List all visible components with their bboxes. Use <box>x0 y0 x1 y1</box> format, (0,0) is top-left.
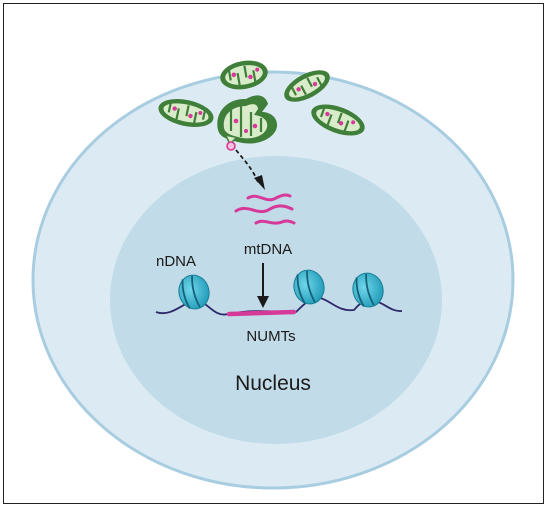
transport-arrowhead <box>254 175 265 190</box>
insertion-arrowhead <box>257 296 269 308</box>
mitochondrion-ruptured <box>217 95 278 146</box>
nucleosome-2 <box>293 269 325 305</box>
mtdna-fragments <box>234 193 296 225</box>
nucleus-label: Nucleus <box>235 372 311 395</box>
mitochondrion-top <box>220 60 268 90</box>
mitochondrion-right-top <box>284 70 330 102</box>
mtdna-label: mtDNA <box>243 241 293 258</box>
released-mtdna-circle <box>226 141 236 151</box>
mitochondrion-left <box>158 99 214 127</box>
nucleosome-3 <box>352 272 384 308</box>
nucleus <box>110 156 442 444</box>
numts-segment <box>226 309 297 317</box>
numts-label: NUMTs <box>246 328 296 345</box>
nucleosome-1 <box>178 274 210 310</box>
mitochondrion-right <box>311 104 365 136</box>
ndna-label: nDNA <box>155 253 197 270</box>
